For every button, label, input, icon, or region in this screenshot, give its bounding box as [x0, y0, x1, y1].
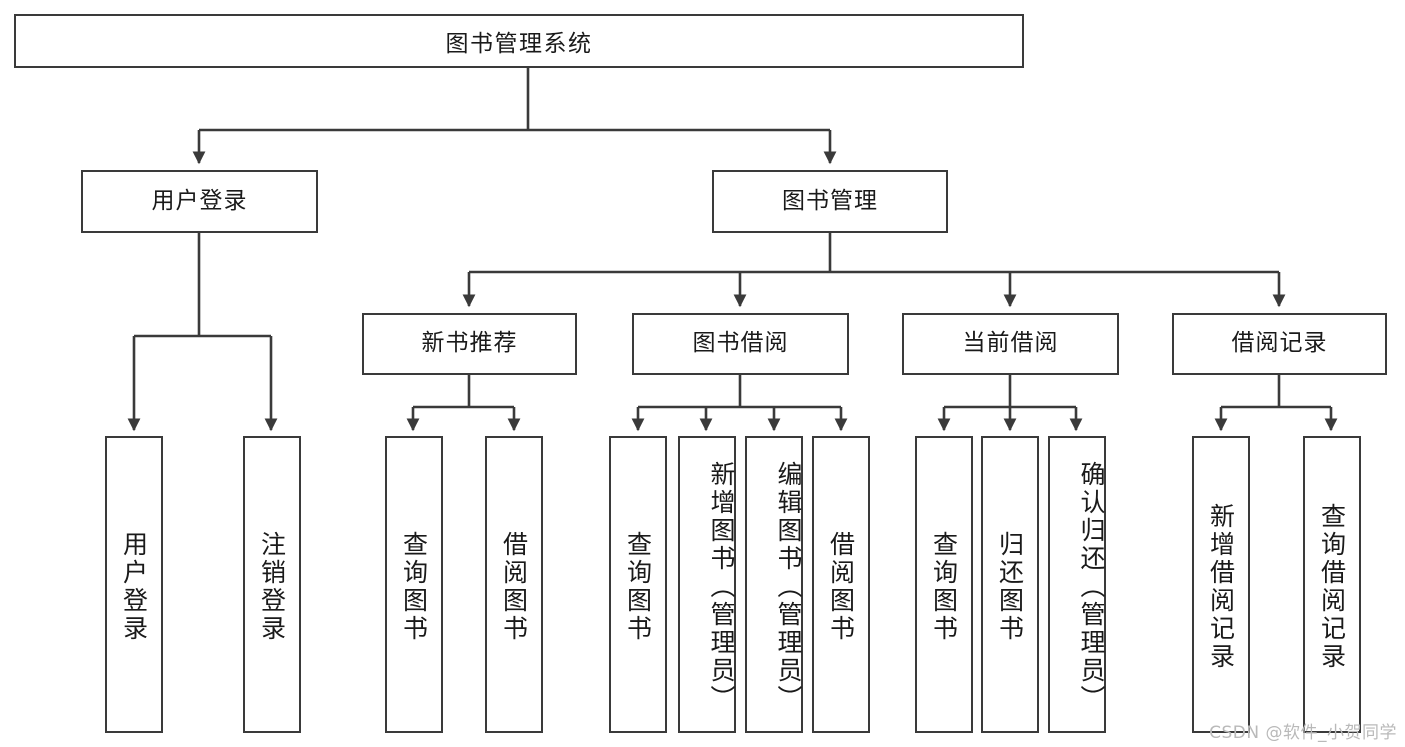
- leaf-borrow-book[interactable]: 借阅图书: [812, 436, 870, 733]
- leaf-query-book-borrow[interactable]: 查询图书: [609, 436, 667, 733]
- leaf-return-book[interactable]: 归还图书: [981, 436, 1039, 733]
- node-root[interactable]: 图书管理系统: [14, 14, 1024, 68]
- node-book-borrow[interactable]: 图书借阅: [632, 313, 849, 375]
- leaf-edit-book-admin[interactable]: 编辑图书（管理员）: [745, 436, 803, 733]
- node-user-login[interactable]: 用户登录: [81, 170, 318, 233]
- leaf-confirm-return-admin[interactable]: 确认归还（管理员）: [1048, 436, 1106, 733]
- leaf-user-login[interactable]: 用户登录: [105, 436, 163, 733]
- node-borrow-records[interactable]: 借阅记录: [1172, 313, 1387, 375]
- leaf-query-book-current[interactable]: 查询图书: [915, 436, 973, 733]
- node-new-book-recommend[interactable]: 新书推荐: [362, 313, 577, 375]
- leaf-add-borrow-record[interactable]: 新增借阅记录: [1192, 436, 1250, 733]
- leaf-borrow-book-new[interactable]: 借阅图书: [485, 436, 543, 733]
- leaf-add-book-admin[interactable]: 新增图书（管理员）: [678, 436, 736, 733]
- leaf-query-book-new[interactable]: 查询图书: [385, 436, 443, 733]
- node-current-borrow[interactable]: 当前借阅: [902, 313, 1119, 375]
- node-book-management[interactable]: 图书管理: [712, 170, 948, 233]
- leaf-query-borrow-record[interactable]: 查询借阅记录: [1303, 436, 1361, 733]
- leaf-user-logout[interactable]: 注销登录: [243, 436, 301, 733]
- watermark: CSDN @软件_小贺同学: [1209, 723, 1397, 743]
